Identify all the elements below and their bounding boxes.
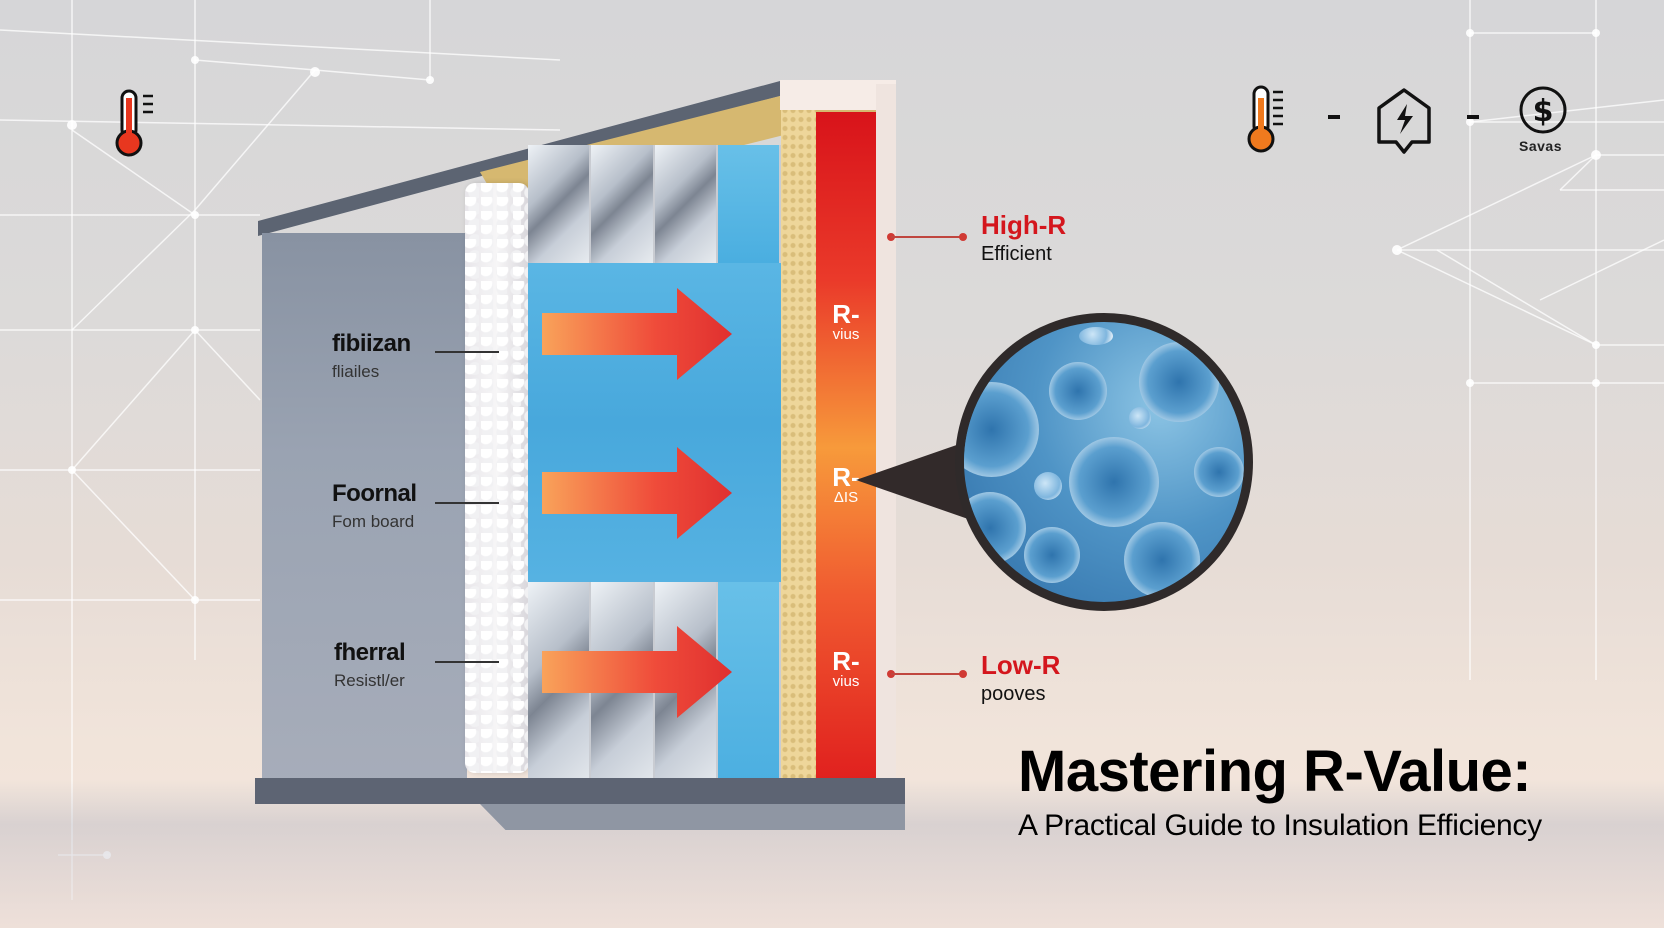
high-r-callout: High-R Efficient [981,210,1067,265]
layer-label-foam: Foornal Fom board [332,480,417,531]
low-r-callout: Low-R pooves [981,650,1061,705]
layer-label-thermal: fherral Resistl/er [334,639,406,690]
page-subtitle: A Practical Guide to Insulation Efficien… [1018,809,1542,842]
r-value-label-bottom: R- vius [832,646,860,690]
callout-dot [959,670,967,678]
callout-line [891,236,963,238]
magnified-cell-structure-icon [955,313,1253,611]
energy-house-icon [1377,88,1431,154]
fiberglass-batt-layer [465,183,529,773]
separator-dash [1467,115,1479,119]
savings-label: Savas [1519,138,1562,154]
leader-line [435,502,499,504]
separator-dash [1328,115,1340,119]
svg-text:$: $ [1533,94,1554,129]
wall-base-shadow [480,804,905,830]
thermometer-icon [1247,85,1283,153]
thermometer-icon [115,89,153,157]
leader-line [435,351,499,353]
heat-flow-arrow-icon [542,447,732,539]
layer-label-fiber: fibiizan fliailes [332,330,411,381]
header-left-thermometer [113,88,165,165]
heat-flow-arrow-icon [542,626,732,718]
heat-flow-arrow-icon [542,288,732,380]
wall-end-cap [876,84,896,826]
wall-base [255,778,905,804]
wall-exterior-face [262,233,467,788]
leader-line [435,661,499,663]
r-value-label-middle: R- ΔIS [832,462,860,506]
page-title: Mastering R-Value: [1018,739,1532,804]
callout-dot [959,233,967,241]
r-value-label-top: R- vius [832,299,860,343]
dollar-circle-icon: $ [1519,86,1567,134]
callout-line [891,673,963,675]
heat-gradient-strip [816,112,876,784]
spray-foam-layer [781,106,816,794]
